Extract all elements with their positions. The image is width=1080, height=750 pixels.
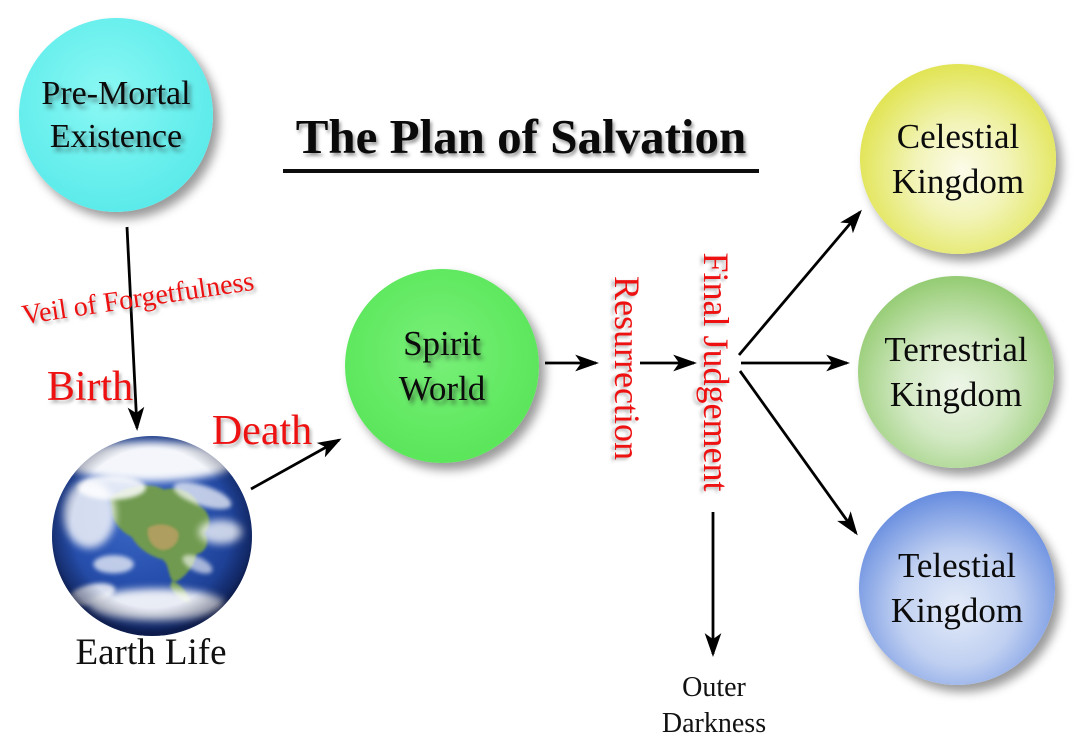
label-outer-darkness-line2: Darkness [661, 708, 767, 739]
label-earth-life: Earth Life [75, 632, 227, 673]
node-terrestrial-label: Terrestrial Kingdom [884, 327, 1027, 417]
node-celestial-kingdom: Celestial Kingdom [860, 64, 1056, 254]
node-spirit-world-label-line1: Spirit [403, 324, 481, 363]
label-death: Death [211, 408, 313, 454]
arrow-earth-to-spirit-world [250, 438, 342, 491]
arrow-final-judgement-to-telestial [738, 370, 858, 536]
node-telestial-label-line1: Telestial [897, 546, 1017, 585]
diagram-title: The Plan of Salvation [283, 108, 759, 173]
label-resurrection: Resurrection [607, 276, 647, 460]
node-spirit-world-label: Spirit World [399, 321, 486, 411]
node-telestial-label-line2: Kingdom [890, 591, 1024, 630]
arrow-final-judgement-to-celestial [737, 209, 862, 356]
node-celestial-label: Celestial Kingdom [892, 114, 1024, 204]
node-premortal-existence: Pre-Mortal Existence [19, 18, 213, 212]
earth-globe-graphic [52, 436, 252, 636]
node-terrestrial-kingdom: Terrestrial Kingdom [858, 276, 1054, 468]
node-telestial-label: Telestial Kingdom [891, 543, 1023, 633]
label-final-judgement: Final Judgement [696, 252, 736, 492]
node-celestial-label-line2: Kingdom [891, 162, 1025, 201]
node-spirit-world: Spirit World [345, 269, 539, 463]
node-premortal-label-line1: Pre-Mortal [41, 75, 191, 112]
node-terrestrial-label-line1: Terrestrial [884, 330, 1028, 369]
node-premortal-label-line2: Existence [49, 118, 183, 155]
arrow-premortal-to-earth [125, 226, 145, 431]
label-outer-darkness-line1: Outer [682, 672, 746, 703]
node-telestial-kingdom: Telestial Kingdom [859, 491, 1055, 685]
earth-image [51, 435, 253, 637]
node-celestial-label-line1: Celestial [896, 117, 1020, 156]
node-terrestrial-label-line2: Kingdom [889, 375, 1023, 414]
label-birth: Birth [46, 364, 134, 410]
node-spirit-world-label-line2: World [398, 369, 486, 408]
label-outer-darkness: Outer Darkness [634, 670, 794, 742]
node-premortal-label: Pre-Mortal Existence [41, 72, 190, 158]
